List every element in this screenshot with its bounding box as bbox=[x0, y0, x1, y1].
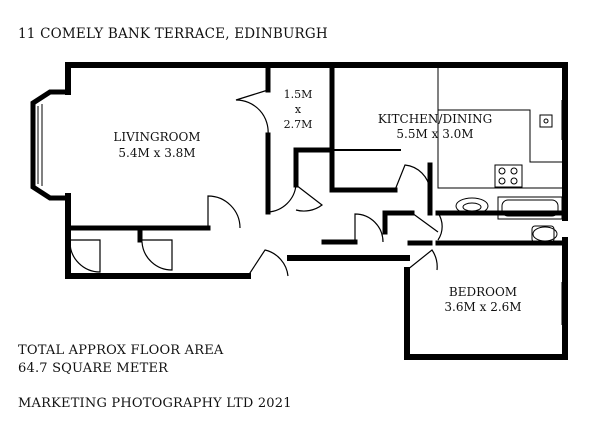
sink-drain bbox=[543, 118, 549, 124]
address-title: 11 COMELY BANK TERRACE, EDINBURGH bbox=[18, 26, 328, 42]
store-x: x bbox=[295, 103, 302, 116]
washbasin-bowl bbox=[462, 202, 482, 212]
toilet-bowl bbox=[532, 226, 558, 242]
bedroom-label: BEDROOM bbox=[449, 285, 517, 299]
door-bedroom bbox=[406, 249, 438, 271]
door-hall-store2 bbox=[295, 184, 323, 212]
hob-ring-3 bbox=[498, 177, 506, 185]
windows bbox=[37, 100, 568, 325]
floor-area-value: 64.7 SQUARE METER bbox=[18, 361, 169, 376]
bay-window-glass bbox=[37, 104, 43, 186]
door-bathroom bbox=[411, 212, 443, 241]
wall-kitchen-lower bbox=[329, 147, 398, 193]
hob bbox=[494, 164, 523, 188]
store-width: 1.5M bbox=[284, 88, 313, 101]
door-living-hall bbox=[207, 195, 241, 229]
washbasin bbox=[455, 197, 489, 215]
kitchen-dims: 5.5M x 3.0M bbox=[396, 127, 473, 141]
bathtub-inner bbox=[501, 199, 559, 217]
bathtub bbox=[497, 196, 563, 220]
hob-ring-4 bbox=[510, 177, 518, 185]
exterior-walls bbox=[30, 62, 568, 360]
kitchen-label: KITCHEN/DINING bbox=[378, 112, 492, 126]
kitchen-counter bbox=[437, 68, 562, 163]
bathroom-fittings bbox=[455, 196, 563, 243]
kitchen-sink bbox=[539, 114, 553, 128]
store-height: 2.7M bbox=[284, 118, 313, 131]
door-kitchen bbox=[394, 164, 431, 191]
door-hall-right bbox=[354, 213, 384, 243]
door-closet-right bbox=[140, 239, 173, 271]
kitchen-fittings bbox=[437, 68, 562, 189]
door-living-store bbox=[235, 89, 269, 136]
livingroom-label: LIVINGROOM bbox=[113, 130, 200, 144]
bay-window-wall bbox=[30, 89, 71, 201]
door-closet-left bbox=[68, 239, 101, 273]
toilet-cistern bbox=[531, 225, 555, 243]
bedroom-window bbox=[561, 282, 568, 325]
doors bbox=[68, 89, 443, 277]
interior-walls bbox=[65, 62, 568, 246]
hob-ring-2 bbox=[510, 167, 518, 175]
door-entrance bbox=[247, 249, 289, 277]
kitchen-window bbox=[561, 100, 568, 140]
door-store-hall bbox=[267, 184, 297, 213]
credit-line: MARKETING PHOTOGRAPHY LTD 2021 bbox=[18, 396, 292, 411]
livingroom-dims: 5.4M x 3.8M bbox=[118, 146, 195, 160]
bedroom-dims: 3.6M x 2.6M bbox=[444, 300, 521, 314]
floor-area-heading: TOTAL APPROX FLOOR AREA bbox=[18, 343, 224, 358]
hob-ring-1 bbox=[498, 167, 506, 175]
